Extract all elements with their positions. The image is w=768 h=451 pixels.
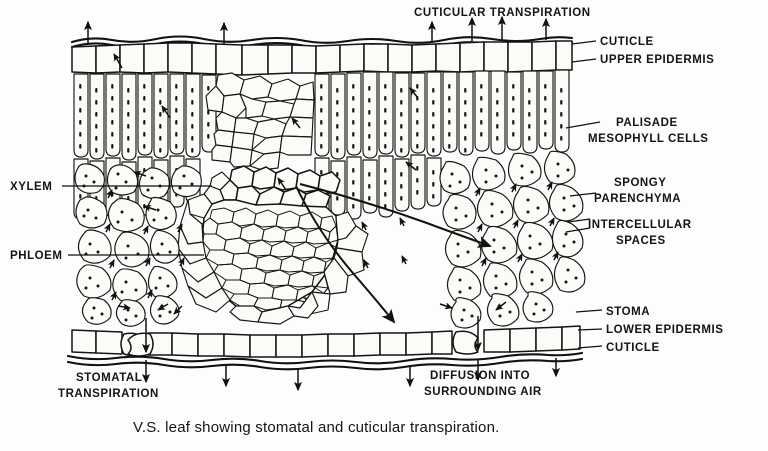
left-leader-lines: [62, 185, 212, 256]
label-spongy-line1: SPONGY: [614, 177, 667, 189]
stoma-left: [120, 332, 154, 357]
label-phloem: PHLOEM: [10, 250, 63, 262]
lower-epidermis-cells: [71, 325, 581, 358]
intercellular-space-arrows: [103, 181, 559, 301]
label-palisade-line1: PALISADE: [616, 117, 678, 129]
chloroplast-dots-row-1: [79, 84, 563, 153]
label-palisade-line2: MESOPHYLL CELLS: [588, 133, 709, 145]
label-cuticular-transpiration: CUTICULAR TRANSPIRATION: [414, 7, 591, 19]
label-xylem: XYLEM: [10, 181, 52, 193]
label-diffusion-line2: SURROUNDING AIR: [424, 386, 542, 398]
phloem-tissue: [201, 199, 339, 313]
label-intercellular-line2: SPACES: [616, 235, 666, 247]
diffusion-downward-arrows: [141, 358, 561, 392]
upper-epidermis-cells: [71, 40, 573, 76]
cuticular-transpiration-arrows: [83, 15, 551, 45]
label-cuticle-lower: CUTICLE: [606, 342, 660, 354]
label-lower-epidermis: LOWER EPIDERMIS: [606, 324, 724, 336]
spongy-parenchyma-right: [439, 150, 586, 329]
stoma-right: [452, 330, 479, 355]
central-polygonal-cells: [205, 72, 315, 171]
figure-caption: V.S. leaf showing stomatal and cuticular…: [133, 419, 499, 436]
internal-water-arrows-upper: [113, 53, 419, 212]
label-upper-epidermis: UPPER EPIDERMIS: [600, 54, 714, 66]
label-cuticle-upper: CUTICLE: [600, 36, 654, 48]
pre-stomatal-arrows: [117, 301, 507, 315]
label-stoma: STOMA: [606, 306, 650, 318]
water-movement-curved-arrows: [295, 183, 492, 324]
stomatal-pore-arrows: [141, 316, 483, 354]
label-diffusion-line1: DIFFUSION INTO: [430, 370, 530, 382]
label-intercellular-line1: INTERCELLULAR: [588, 219, 692, 231]
label-stomatal-line2: TRANSPIRATION: [58, 388, 159, 400]
right-leader-lines: [565, 40, 603, 349]
label-stomatal-line1: STOMATAL: [76, 372, 142, 384]
label-spongy-line2: PARENCHYMA: [594, 193, 681, 205]
lower-cuticle: [66, 351, 584, 371]
